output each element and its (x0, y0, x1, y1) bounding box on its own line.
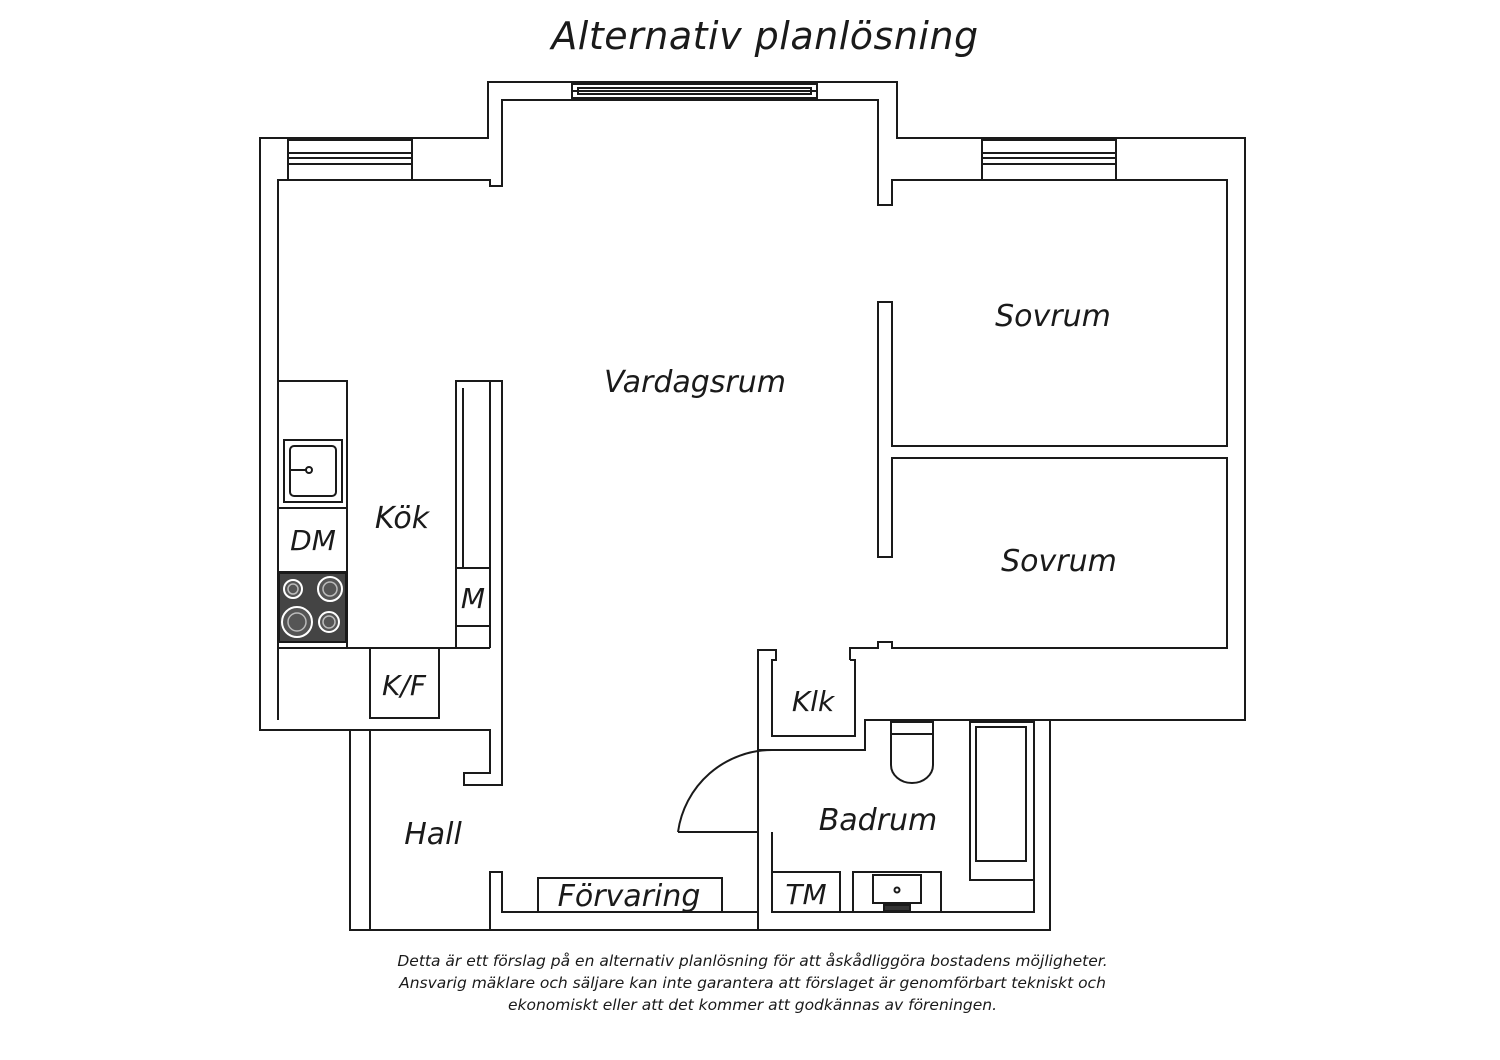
window-top-left (287, 139, 413, 181)
storage-box (537, 877, 723, 913)
bathroom-sink-icon (852, 871, 942, 913)
window-top-right (981, 139, 1117, 181)
label-m: M (461, 582, 485, 615)
kitchen-wall (369, 380, 503, 930)
inner-wall-top-left (277, 99, 1228, 720)
fridge-freezer-box (369, 647, 440, 719)
room-badrum: Badrum (819, 803, 938, 838)
room-sovrum-1: Sovrum (995, 299, 1111, 334)
toilet-icon (890, 721, 934, 784)
hall-wall-stub (489, 871, 759, 930)
label-kf: K/F (382, 669, 427, 702)
room-sovrum-2: Sovrum (1001, 544, 1117, 579)
room-vardagsrum: Vardagsrum (604, 365, 786, 400)
disclaimer-line-3: ekonomiskt eller att det kommer att godk… (507, 996, 998, 1014)
room-klk: Klk (792, 685, 836, 718)
room-kok: Kök (375, 501, 431, 536)
room-hall: Hall (404, 817, 462, 852)
disclaimer-line-1: Detta är ett förslag på en alternativ pl… (397, 952, 1108, 970)
stove-icon (278, 572, 347, 643)
label-tm: TM (785, 878, 826, 911)
closet-walls (757, 649, 856, 912)
washer-box (771, 871, 841, 913)
label-dm: DM (290, 524, 336, 557)
label-forvaring: Förvaring (558, 879, 701, 914)
sink-icon (283, 439, 343, 503)
kitchen-counter-right (455, 380, 491, 648)
bathtub-icon (969, 721, 1035, 881)
disclaimer: Detta är ett förslag på en alternativ pl… (300, 950, 1205, 1016)
window-top-center (571, 83, 818, 99)
plan-title: Alternativ planlösning (551, 14, 979, 58)
bathroom-door (677, 749, 773, 833)
disclaimer-line-2: Ansvarig mäklare och säljare kan inte ga… (399, 974, 1106, 992)
